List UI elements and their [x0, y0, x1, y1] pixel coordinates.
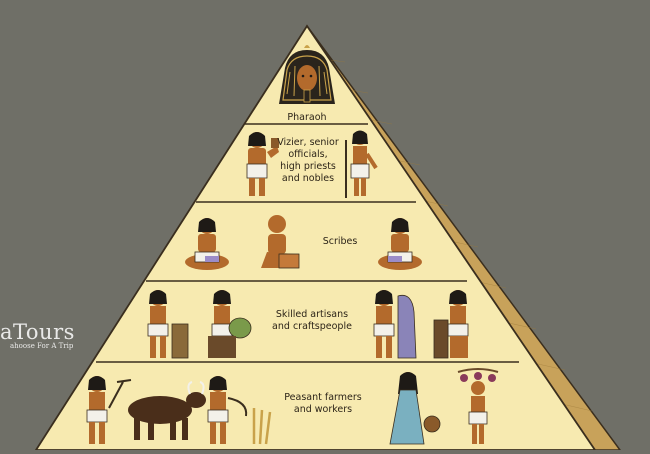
reaper-figure	[207, 376, 272, 445]
artisan-figure-2	[208, 290, 252, 358]
ox-figure	[128, 381, 206, 440]
peasant-woman-figure	[389, 372, 441, 445]
artisan-figure-4	[433, 290, 469, 359]
artisan-figure-1	[147, 290, 189, 359]
vizier-figure-left	[246, 132, 279, 196]
scribe-figure-center	[261, 215, 300, 269]
tier-label-artisans: Skilled artisans and craftspeople	[272, 309, 352, 332]
watermark-title: aTours	[0, 320, 75, 344]
scribe-figure-left	[185, 218, 229, 270]
artisan-figure-3	[373, 290, 417, 359]
tier-label-scribes: Scribes	[322, 236, 358, 247]
tier-dividers	[96, 123, 519, 363]
watermark: aTours ahoose For A Trip	[0, 320, 75, 350]
harvester-figure	[457, 368, 499, 444]
farmer-figure	[86, 376, 132, 444]
scribe-figure-right	[378, 218, 422, 270]
tier-label-peasants: Peasant farmers and workers	[284, 392, 362, 415]
pharaoh-figure	[279, 45, 335, 104]
tier-label-pharaoh: Pharaoh	[287, 112, 327, 123]
watermark-tagline: ahoose For A Trip	[10, 342, 74, 350]
tier-label-vizier: Vizier, senior officials, high priests a…	[277, 137, 339, 184]
vizier-figure-right	[345, 130, 378, 198]
